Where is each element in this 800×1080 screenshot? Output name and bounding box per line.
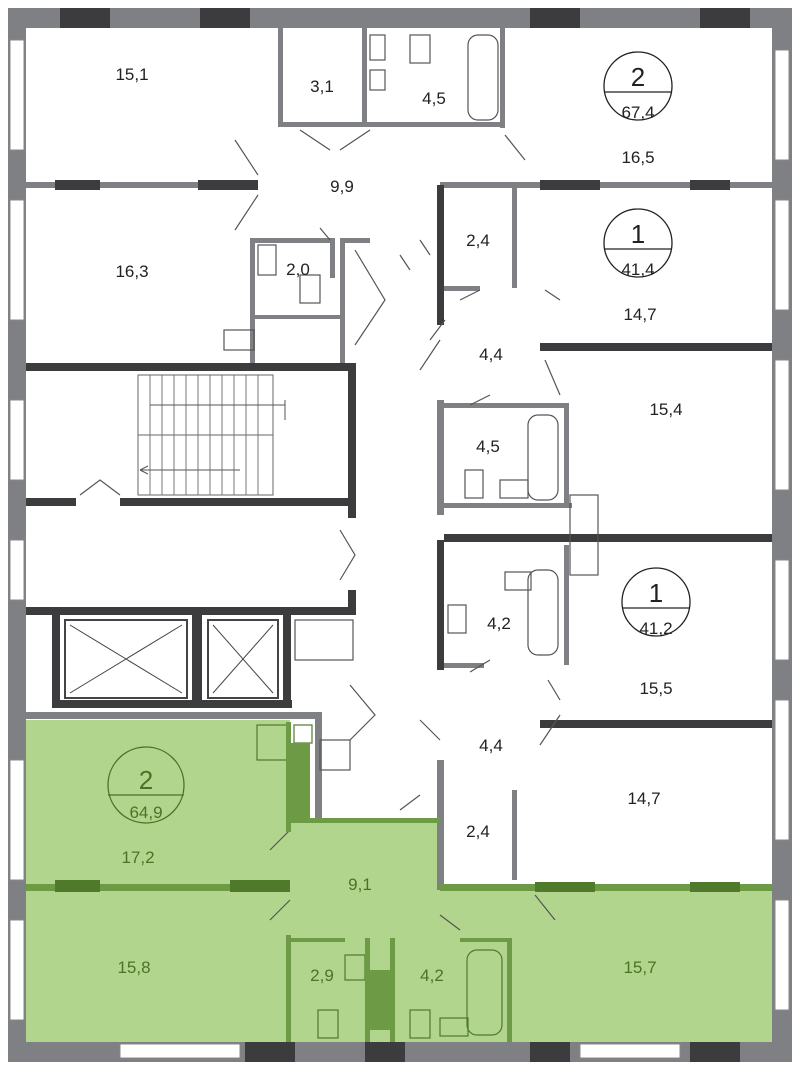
- room-area: 14,7: [623, 305, 656, 324]
- rooms-count: 1: [649, 578, 663, 608]
- windows: [9, 39, 790, 1059]
- room-labels: 15,1 3,1 4,5 16,5 9,9 16,3 2,0 2,4 14,7 …: [115, 65, 682, 985]
- bathroom-fixtures: [223, 34, 599, 1039]
- room-area: 16,5: [621, 148, 654, 167]
- room-area: 16,3: [115, 262, 148, 281]
- room-area: 15,1: [115, 65, 148, 84]
- room-area: 4,4: [479, 736, 503, 755]
- room-area: 15,7: [623, 958, 656, 977]
- room-area: 2,4: [466, 231, 490, 250]
- room-area: 4,5: [422, 89, 446, 108]
- room-area: 4,2: [487, 614, 511, 633]
- rooms-count: 2: [139, 765, 153, 795]
- apartment-badge[interactable]: 1 41,2: [621, 567, 691, 638]
- room-area: 15,4: [649, 400, 682, 419]
- elevators: [64, 619, 354, 771]
- rooms-count: 1: [631, 219, 645, 249]
- room-area: 2,4: [466, 822, 490, 841]
- apartment-badge-highlighted[interactable]: 2 64,9: [107, 746, 185, 824]
- total-area: 64,9: [129, 803, 162, 822]
- total-area: 41,2: [639, 619, 672, 638]
- room-area: 4,5: [476, 437, 500, 456]
- room-area: 4,4: [479, 345, 503, 364]
- total-area: 67,4: [621, 103, 654, 122]
- room-area: 15,5: [639, 679, 672, 698]
- highlighted-apartment-walls: [26, 722, 772, 1042]
- staircase: [137, 374, 286, 496]
- room-area: 14,7: [627, 789, 660, 808]
- total-area: 41,4: [621, 260, 654, 279]
- rooms-count: 2: [631, 62, 645, 92]
- apartment-badge[interactable]: 2 67,4: [603, 51, 673, 122]
- room-area: 9,9: [330, 177, 354, 196]
- room-area: 9,1: [348, 875, 372, 894]
- room-area: 4,2: [420, 966, 444, 985]
- room-area: 2,0: [286, 260, 310, 279]
- apartment-badge[interactable]: 1 41,4: [603, 208, 673, 279]
- highlighted-apartment-area[interactable]: [26, 720, 772, 1042]
- interior-walls: [26, 28, 772, 890]
- room-area: 2,9: [310, 966, 334, 985]
- room-area: 15,8: [117, 958, 150, 977]
- room-area: 3,1: [310, 77, 334, 96]
- doors: [79, 129, 561, 931]
- room-area: 17,2: [121, 848, 154, 867]
